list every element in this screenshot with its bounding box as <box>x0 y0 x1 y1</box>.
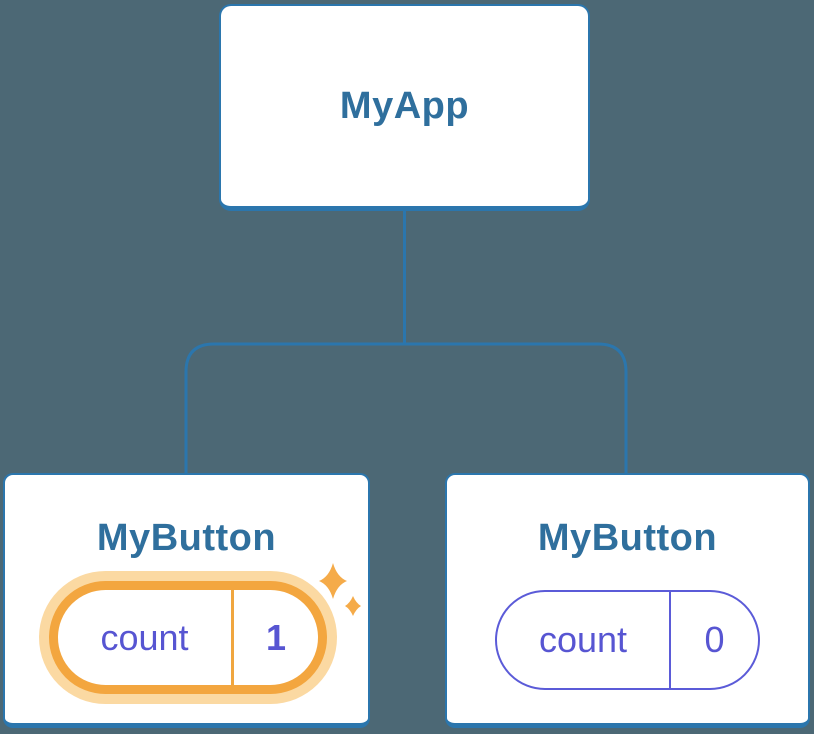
connector-branch <box>184 342 628 475</box>
node-mybutton-right-label: MyButton <box>537 517 718 559</box>
sparkle-large-icon <box>319 563 347 599</box>
node-mybutton-left: MyButton count 1 <box>3 473 370 728</box>
state-pill-highlighted: count 1 <box>49 581 327 694</box>
node-myapp-label: MyApp <box>339 84 470 127</box>
sparkle-small-icon <box>345 596 361 616</box>
node-mybutton-left-label: MyButton <box>96 517 277 559</box>
node-mybutton-right: MyButton count 0 <box>445 473 810 728</box>
state-value: 0 <box>704 619 725 660</box>
state-name: count <box>538 619 628 660</box>
pill-divider <box>669 592 671 688</box>
state-value: 1 <box>265 616 287 658</box>
sparkle-icons <box>319 563 361 616</box>
node-myapp: MyApp <box>219 4 590 211</box>
state-name: count <box>100 616 189 658</box>
pill-divider <box>231 590 234 685</box>
state-pill: count 0 <box>495 590 760 690</box>
